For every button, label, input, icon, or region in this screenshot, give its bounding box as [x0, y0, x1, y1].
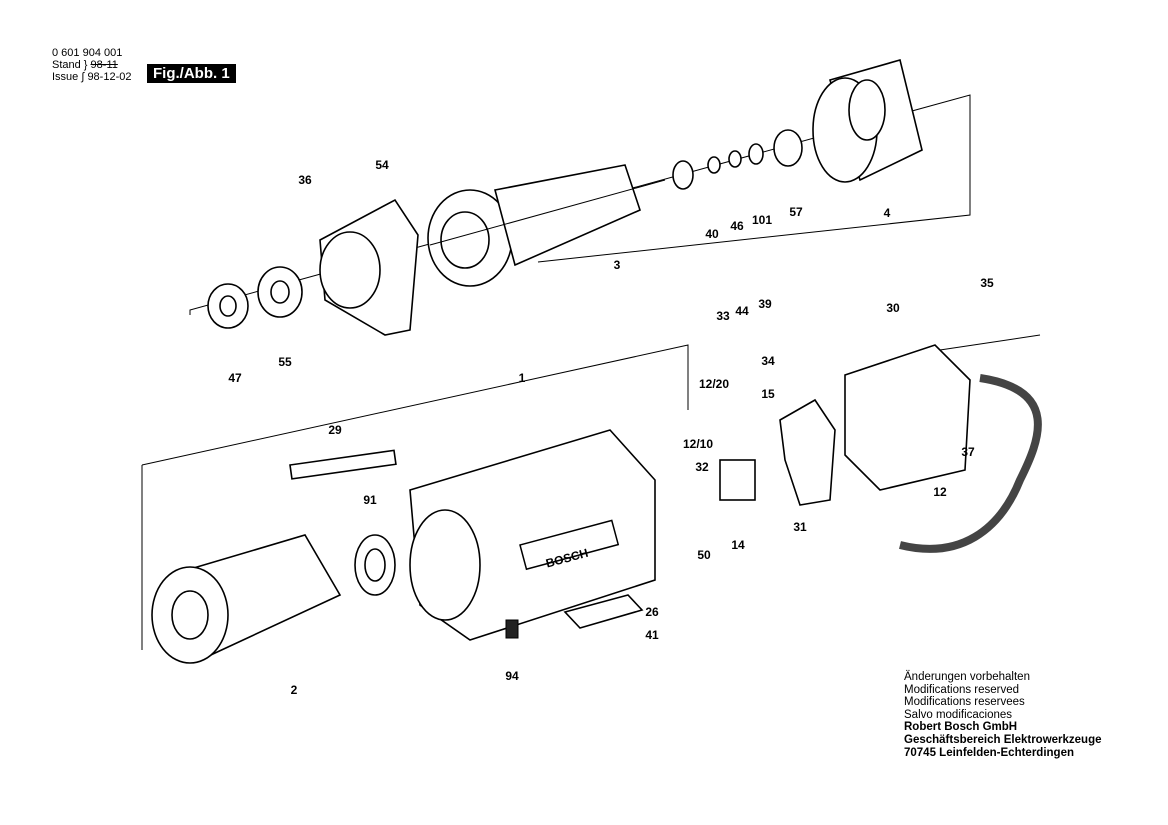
part-35-screw	[939, 334, 1041, 351]
label-55: 55	[278, 355, 292, 369]
label-54: 54	[375, 158, 389, 172]
label-12-20: 12/20	[699, 377, 729, 391]
label-29: 29	[328, 423, 342, 437]
label-40: 40	[705, 227, 719, 241]
label-39: 39	[758, 297, 772, 311]
motor-group: BOSCH	[151, 334, 1042, 664]
issue-label: Issue	[52, 71, 79, 83]
label-91: 91	[363, 493, 377, 507]
label-44: 44	[735, 304, 749, 318]
lower-frame	[141, 344, 689, 466]
label-50: 50	[697, 548, 711, 562]
label-37: 37	[961, 445, 975, 459]
label-46: 46	[730, 219, 744, 233]
label-31: 31	[793, 520, 807, 534]
division-name: Geschäftsbereich Elektrowerkzeuge	[904, 733, 1102, 746]
part-31-brush-holder	[779, 398, 836, 506]
part-30-housing	[844, 344, 971, 491]
armature-group	[207, 59, 923, 336]
part-3-armature	[494, 164, 641, 267]
part-bearing-small	[672, 160, 694, 190]
part-14-terminal	[719, 459, 756, 501]
notes-block: Änderungen vorbehalten Modifications res…	[904, 671, 1102, 759]
stand-date: 98-11	[90, 59, 118, 71]
part-26-plate	[563, 594, 644, 629]
document-header: 0 601 904 001 Stand } 98-11 Issue ∫ 98-1…	[52, 47, 132, 83]
note-line: Änderungen vorbehalten	[904, 671, 1030, 683]
label-33: 33	[716, 309, 730, 323]
issue-date: 98-12-02	[87, 71, 132, 83]
label-35: 35	[980, 276, 994, 290]
note-line: Modifications reserved	[904, 683, 1020, 696]
note-line: Salvo modificaciones	[904, 708, 1013, 721]
label-34: 34	[761, 354, 775, 368]
company-address: 70745 Leinfelden-Echterdingen	[904, 746, 1074, 759]
label-36: 36	[298, 173, 312, 187]
label-1: 1	[519, 371, 526, 385]
part-40-washer	[707, 156, 721, 174]
part-29-tube	[289, 449, 397, 480]
label-94: 94	[505, 669, 519, 683]
part-46-washer	[728, 150, 742, 168]
note-line: Modifications reservees	[904, 696, 1025, 709]
stand-label: Stand	[52, 59, 81, 71]
label-26: 26	[645, 605, 659, 619]
label-57: 57	[789, 205, 803, 219]
label-2: 2	[291, 683, 298, 697]
part-94-screw	[505, 619, 519, 639]
company-name: Robert Bosch GmbH	[904, 721, 1018, 734]
label-41: 41	[645, 628, 659, 642]
label-4: 4	[884, 206, 891, 220]
label-101: 101	[752, 213, 772, 227]
label-15: 15	[761, 387, 775, 401]
part-12-cable	[899, 374, 1042, 553]
label-32: 32	[695, 460, 709, 474]
label-14: 14	[731, 538, 745, 552]
upper-frame	[189, 94, 971, 315]
label-47: 47	[228, 371, 242, 385]
label-3: 3	[614, 258, 621, 272]
label-12: 12	[933, 485, 947, 499]
label-30: 30	[886, 301, 900, 315]
part-number: 0 601 904 001	[52, 47, 123, 59]
part-101-washer	[748, 143, 764, 165]
bosch-logo-plate	[519, 519, 620, 571]
label-12-10: 12/10	[683, 437, 713, 451]
figure-label: Fig./Abb. 1	[147, 64, 236, 83]
part-57-bearing	[773, 129, 803, 167]
part-labels: 36 54 3 40 46 101 57 4 47 55 35 30 33 44…	[228, 158, 994, 697]
